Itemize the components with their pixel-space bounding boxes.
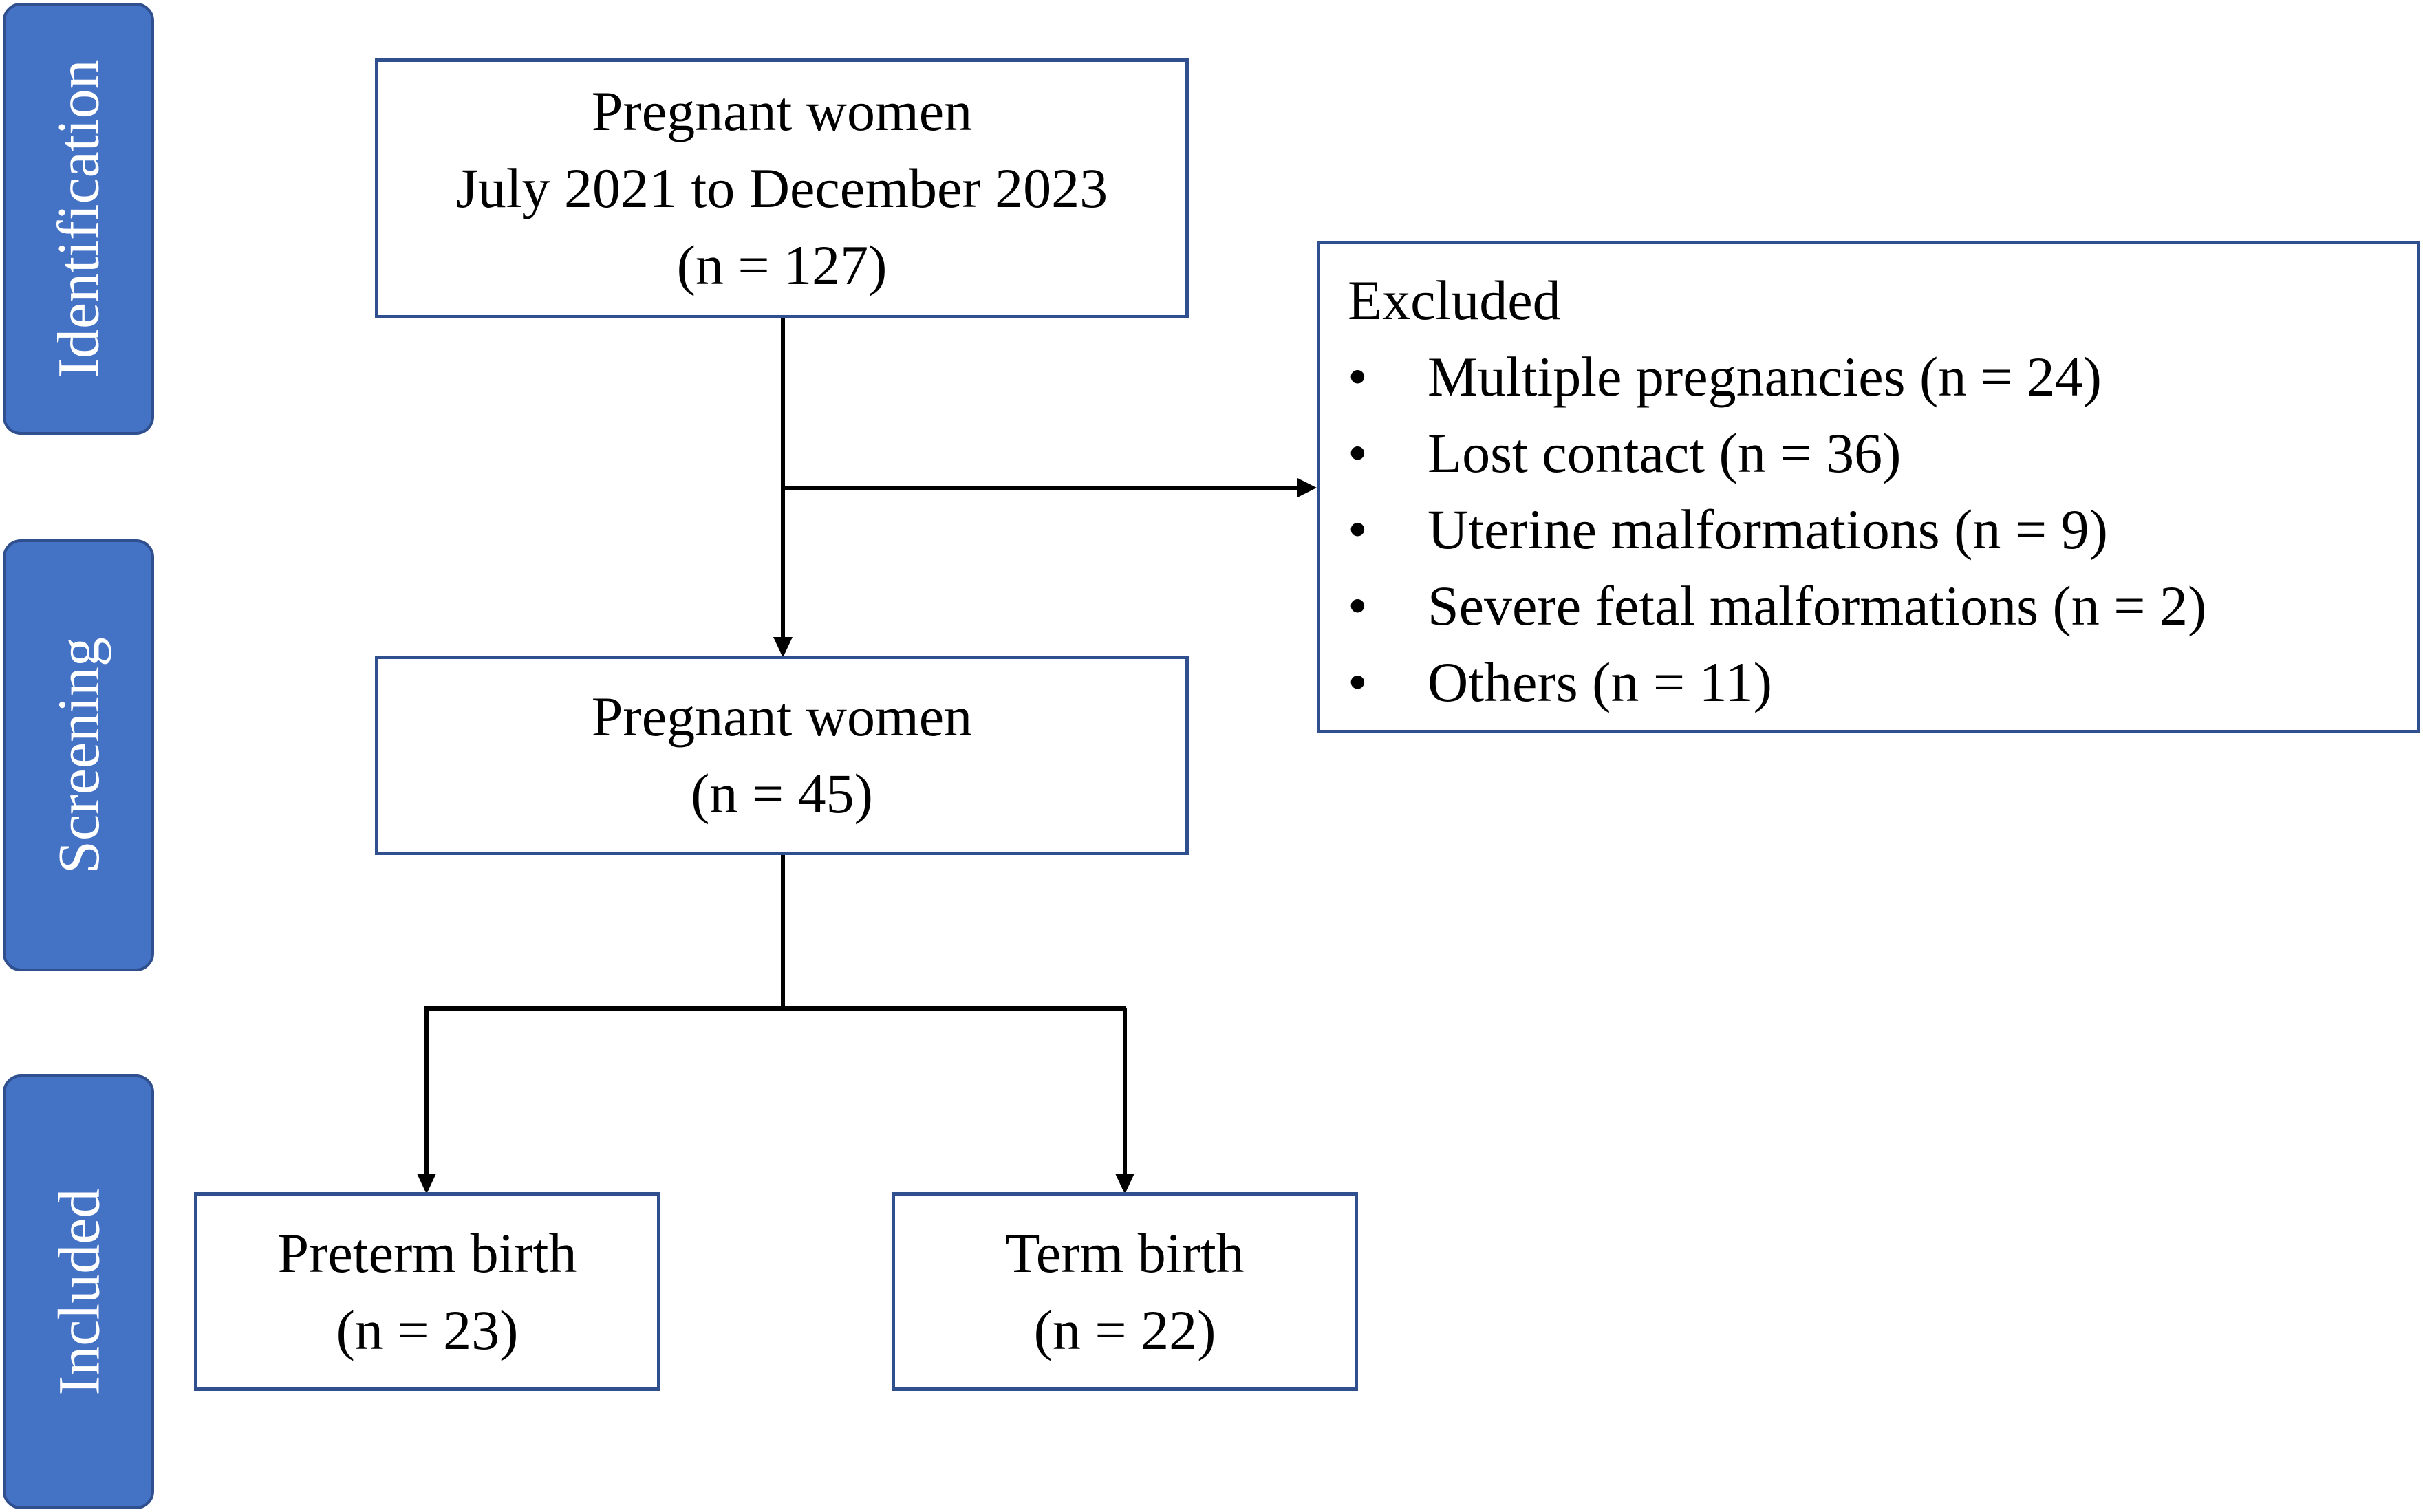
arrowhead-screened xyxy=(773,637,793,658)
arrowhead-preterm xyxy=(417,1174,436,1194)
box-pregnant-women-screened: Pregnant women (n = 45) xyxy=(375,656,1189,855)
box-term-count: (n = 22) xyxy=(1033,1298,1216,1361)
box-excluded: Excluded Multiple pregnancies (n = 24) L… xyxy=(1317,241,2420,733)
excluded-item-severe-fetal-malformations: Severe fetal malformations (n = 2) xyxy=(1348,568,2417,644)
stage-tab-screening: Screening xyxy=(3,539,154,971)
box-screened-count: (n = 45) xyxy=(691,762,873,825)
box-all-period: July 2021 to December 2023 xyxy=(455,157,1108,219)
arrowhead-excluded xyxy=(1297,478,1317,497)
excluded-item-lost-contact: Lost contact (n = 36) xyxy=(1348,415,2417,491)
box-pregnant-women-all: Pregnant women July 2021 to December 202… xyxy=(375,58,1189,318)
box-screened-title: Pregnant women xyxy=(591,685,973,748)
box-preterm-title: Preterm birth xyxy=(277,1221,577,1284)
stage-tab-included: Included xyxy=(3,1074,154,1509)
excluded-item-others: Others (n = 11) xyxy=(1348,644,2417,720)
box-all-title: Pregnant women xyxy=(591,80,973,142)
box-preterm-birth: Preterm birth (n = 23) xyxy=(194,1192,660,1391)
excluded-item-uterine-malformations: Uterine malformations (n = 9) xyxy=(1348,491,2417,568)
stage-tab-identification: Identification xyxy=(3,3,154,435)
box-all-count: (n = 127) xyxy=(676,234,887,296)
box-term-title: Term birth xyxy=(1005,1221,1245,1284)
excluded-list: Multiple pregnancies (n = 24) Lost conta… xyxy=(1348,338,2417,720)
box-preterm-count: (n = 23) xyxy=(336,1298,519,1361)
excluded-item-multiple-pregnancies: Multiple pregnancies (n = 24) xyxy=(1348,338,2417,415)
box-term-birth: Term birth (n = 22) xyxy=(892,1192,1358,1391)
excluded-title: Excluded xyxy=(1348,269,1561,332)
arrowhead-term xyxy=(1115,1174,1134,1194)
